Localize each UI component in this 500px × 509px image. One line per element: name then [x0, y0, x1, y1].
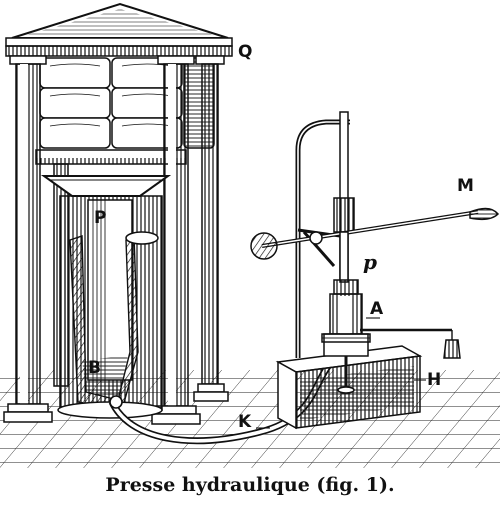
rear-right-column	[193, 55, 229, 402]
figure-caption: Presse hydraulique (fig. 1).	[105, 474, 395, 496]
label-h: H	[427, 370, 442, 390]
pump-lever[interactable]	[250, 207, 500, 260]
safety-valve-arm	[360, 328, 461, 359]
leader-lines	[256, 317, 426, 429]
large-cylinder	[57, 195, 163, 419]
label-a: A	[370, 299, 384, 319]
left-column	[3, 55, 53, 423]
label-m: M	[457, 176, 474, 196]
label-k: K	[238, 412, 252, 432]
label-b: B	[88, 358, 101, 378]
label-p-large: P	[94, 208, 107, 228]
label-p-small: p	[363, 250, 377, 274]
water-tank	[275, 345, 423, 430]
right-column	[151, 55, 201, 425]
label-q: Q	[238, 42, 253, 62]
press-frame	[3, 2, 233, 425]
pump-assembly	[250, 111, 500, 430]
